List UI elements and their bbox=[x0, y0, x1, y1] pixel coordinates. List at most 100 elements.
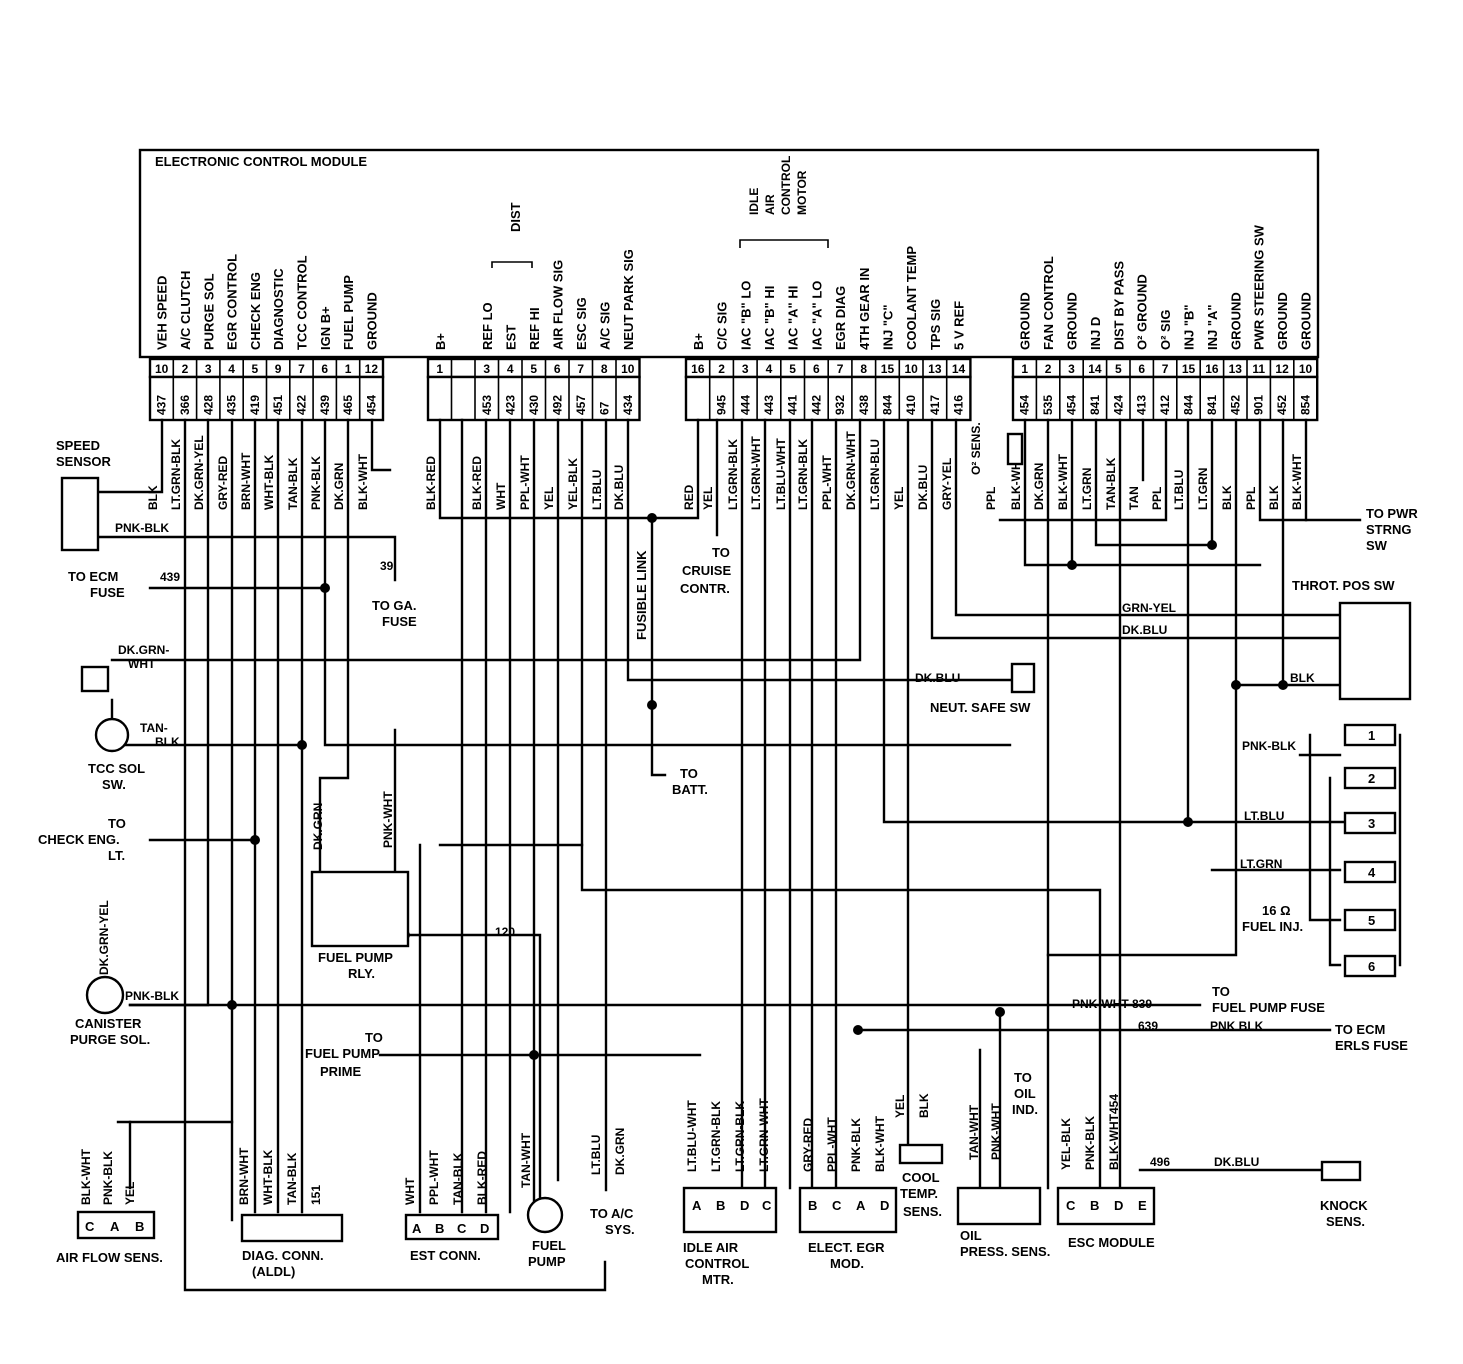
ecm-wire-number: 428 bbox=[201, 395, 215, 415]
ecm-pin-label: EGR DIAG bbox=[833, 286, 848, 350]
wire-color-label: WHT bbox=[494, 482, 508, 510]
ecm-wire-number: 430 bbox=[527, 395, 541, 415]
ecm-pin-number: 6 bbox=[1138, 362, 1145, 376]
svg-text:PNK-WHT: PNK-WHT bbox=[381, 791, 395, 848]
ecm-pin-number: 5 bbox=[789, 362, 796, 376]
idle-air-control-mtr: A B D C LT.BLU-WHT LT.GRN-BLK LT.GRN-BLK… bbox=[682, 1098, 778, 1287]
ecm-pin-number: 3 bbox=[483, 362, 490, 376]
ecm-pin-label: DIAGNOSTIC bbox=[271, 268, 286, 350]
ecm-pin-label: 5 V REF bbox=[952, 301, 967, 350]
svg-text:DK.GRN: DK.GRN bbox=[311, 803, 325, 850]
ecm-pin-number: 6 bbox=[813, 362, 820, 376]
svg-text:PPL-WHT: PPL-WHT bbox=[427, 1150, 441, 1205]
wire-color-label: DK.BLU bbox=[916, 465, 930, 510]
ecm-wire-number: 366 bbox=[178, 395, 192, 415]
svg-text:MTR.: MTR. bbox=[702, 1272, 734, 1287]
cool-temp-sens: YEL BLK COOL TEMP. SENS. bbox=[893, 1093, 944, 1219]
ecm-wire-number: 410 bbox=[904, 395, 918, 415]
svg-text:DK.GRN-: DK.GRN- bbox=[118, 643, 169, 657]
ecm-wire-number: 465 bbox=[341, 395, 355, 415]
ecm-pin-label: 4TH GEAR IN bbox=[857, 268, 872, 350]
wire-color-label: YEL bbox=[542, 487, 556, 510]
ecm-pin-label: AIR FLOW SIG bbox=[550, 260, 565, 350]
svg-text:3: 3 bbox=[1368, 816, 1375, 831]
ecm-pin-label: FUEL PUMP bbox=[341, 275, 356, 350]
svg-text:DIAG. CONN.: DIAG. CONN. bbox=[242, 1248, 324, 1263]
dist-label: DIST bbox=[508, 202, 523, 232]
to-fuel-pump-prime-label: TO FUEL PUMP PRIME bbox=[305, 1030, 383, 1079]
svg-text:B: B bbox=[135, 1219, 144, 1234]
ecm-pin-label: GROUND bbox=[1228, 292, 1243, 350]
ecm-wire-number: 434 bbox=[621, 395, 635, 415]
wire-color-label: BLK-RED bbox=[424, 456, 438, 510]
ecm-pin-label: ESC SIG bbox=[574, 297, 589, 350]
ecm-pin-number: 5 bbox=[530, 362, 537, 376]
svg-text:YEL: YEL bbox=[123, 1182, 137, 1205]
svg-text:PUMP: PUMP bbox=[528, 1254, 566, 1269]
svg-text:LT.BLU: LT.BLU bbox=[1244, 809, 1284, 823]
fuel-pump-relay: DK.GRN PNK-WHT 120 FUEL PUMP RLY. bbox=[310, 791, 515, 981]
svg-text:BLK: BLK bbox=[917, 1093, 931, 1118]
svg-text:A: A bbox=[856, 1198, 866, 1213]
ecm-pin-number: 2 bbox=[1045, 362, 1052, 376]
svg-text:TAN-BLK: TAN-BLK bbox=[451, 1152, 465, 1205]
ecm-wire-number: 424 bbox=[1111, 395, 1125, 415]
wire-color-label: BLK bbox=[1220, 485, 1234, 510]
ecm-pin-label: GROUND bbox=[1275, 292, 1290, 350]
svg-text:AIR FLOW SENS.: AIR FLOW SENS. bbox=[56, 1250, 163, 1265]
ecm-pin-number: 5 bbox=[1115, 362, 1122, 376]
to-ac-sys: LT.BLU DK.GRN TO A/C SYS. bbox=[589, 1128, 635, 1237]
svg-text:SYS.: SYS. bbox=[605, 1222, 635, 1237]
svg-text:SENS.: SENS. bbox=[1326, 1214, 1365, 1229]
svg-text:LT.GRN-BLK: LT.GRN-BLK bbox=[733, 1101, 747, 1172]
svg-text:MOD.: MOD. bbox=[830, 1256, 864, 1271]
svg-text:PNK-BLK: PNK-BLK bbox=[1242, 739, 1296, 753]
svg-text:LT.BLU-WHT: LT.BLU-WHT bbox=[685, 1100, 699, 1172]
ecm-pin-label: EGR CONTROL bbox=[225, 254, 240, 350]
ecm-pin-number: 7 bbox=[1162, 362, 1169, 376]
est-conn: A B C D WHT PPL-WHT TAN-BLK BLK-RED EST … bbox=[403, 1150, 500, 1263]
ecm-pin-label: O² GROUND bbox=[1135, 274, 1150, 350]
svg-text:THROT. POS SW: THROT. POS SW bbox=[1292, 578, 1395, 593]
ecm-pin-number: 15 bbox=[1182, 362, 1196, 376]
wire-color-label: LT.BLU bbox=[590, 470, 604, 510]
ecm-pin-number: 10 bbox=[904, 362, 918, 376]
ecm-pin-label: NEUT PARK SIG bbox=[621, 249, 636, 350]
ecm-pin-number: 13 bbox=[928, 362, 942, 376]
svg-text:TO: TO bbox=[1212, 984, 1230, 999]
svg-text:PPL-WHT: PPL-WHT bbox=[825, 1117, 839, 1172]
o2-sens: O² SENS. bbox=[969, 422, 1024, 475]
wire-color-label: TAN-BLK bbox=[286, 457, 300, 510]
ecm-pin-label: CHECK ENG bbox=[248, 272, 263, 350]
ecm-wire-number: 452 bbox=[1228, 395, 1242, 415]
wire-color-label: LT.GRN bbox=[1196, 468, 1210, 510]
ecm-wire-number: 419 bbox=[248, 395, 262, 415]
wire-color-label: YEL bbox=[892, 487, 906, 510]
svg-text:PNK-WHT 839: PNK-WHT 839 bbox=[1072, 997, 1152, 1011]
svg-text:DK.BLU: DK.BLU bbox=[1214, 1155, 1259, 1169]
ecm-pin-number: 1 bbox=[436, 362, 443, 376]
svg-text:639: 639 bbox=[1138, 1019, 1158, 1033]
svg-text:PNK-BLK: PNK-BLK bbox=[115, 521, 169, 535]
ecm-wire-number: 416 bbox=[952, 395, 966, 415]
ecm-pin-number: 3 bbox=[742, 362, 749, 376]
svg-text:A: A bbox=[110, 1219, 120, 1234]
ecm-pin-number: 4 bbox=[228, 362, 235, 376]
ecm-pin-number: 4 bbox=[507, 362, 514, 376]
svg-text:IDLE AIR: IDLE AIR bbox=[683, 1240, 739, 1255]
ecm-pin-number: 9 bbox=[275, 362, 282, 376]
svg-text:496: 496 bbox=[1150, 1155, 1170, 1169]
wire-color-label: LT.BLU-WHT bbox=[774, 438, 788, 510]
ecm-wire-number: 454 bbox=[364, 395, 378, 415]
svg-text:CRUISE: CRUISE bbox=[682, 563, 731, 578]
svg-text:TAN-: TAN- bbox=[140, 721, 168, 735]
ecm-wire-number: 442 bbox=[809, 395, 823, 415]
ecm-pin-number: 7 bbox=[577, 362, 584, 376]
ecm-wire-number: 453 bbox=[480, 395, 494, 415]
svg-text:TAN-BLK: TAN-BLK bbox=[285, 1152, 299, 1205]
ecm-wire-number: 437 bbox=[155, 395, 169, 415]
speed-sensor: SPEED SENSOR PNK-BLK bbox=[56, 438, 169, 552]
svg-text:39: 39 bbox=[380, 559, 394, 573]
